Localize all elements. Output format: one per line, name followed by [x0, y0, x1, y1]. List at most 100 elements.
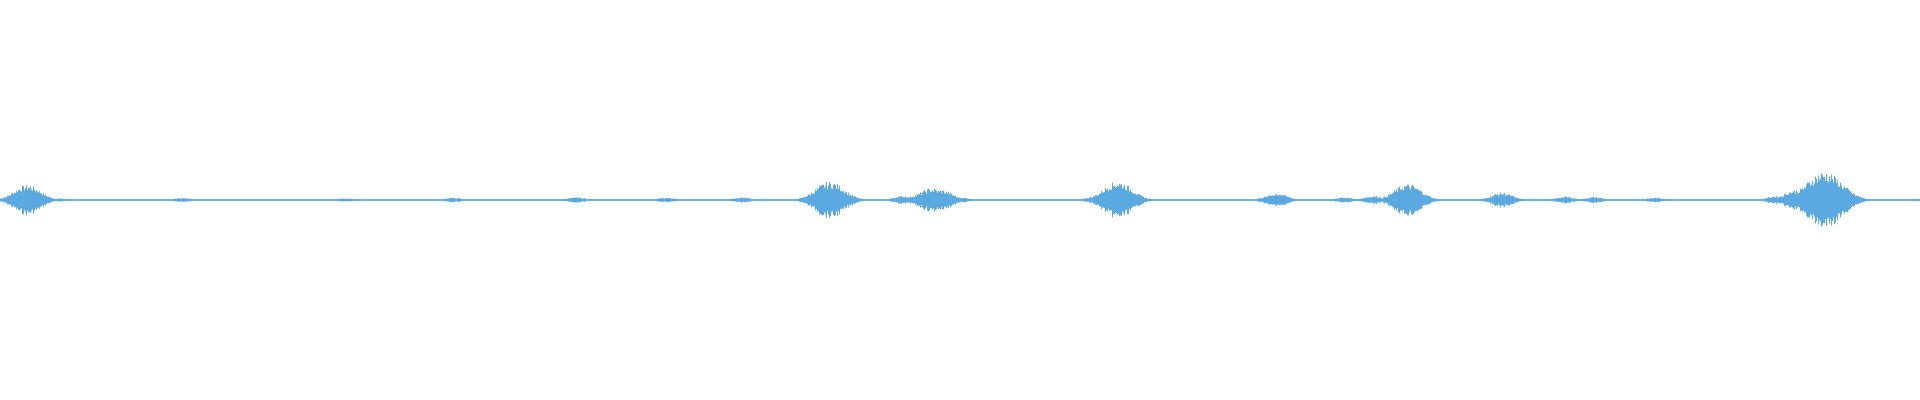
waveform-sample: [1170, 199, 1171, 201]
waveform-sample: [941, 193, 942, 207]
waveform-sample: [1892, 199, 1893, 201]
waveform-sample: [1724, 199, 1725, 201]
waveform-sample: [772, 199, 773, 201]
waveform-sample: [978, 199, 979, 201]
waveform-sample: [46, 196, 47, 204]
waveform-sample: [1418, 189, 1419, 211]
waveform-sample: [408, 199, 409, 201]
waveform-sample: [161, 199, 162, 201]
waveform-sample: [614, 199, 615, 201]
waveform-sample: [1240, 199, 1241, 201]
waveform-sample: [82, 199, 83, 201]
waveform-sample: [1638, 199, 1639, 201]
waveform-sample: [233, 199, 234, 201]
waveform-sample: [1458, 199, 1459, 201]
waveform-sample: [11, 193, 12, 207]
waveform-sample: [585, 198, 586, 202]
waveform-sample: [1443, 199, 1444, 201]
waveform-sample: [1185, 199, 1186, 201]
waveform-sample: [1030, 199, 1031, 201]
waveform-sample: [840, 191, 841, 209]
waveform-sample: [902, 197, 903, 203]
waveform-sample: [1465, 199, 1466, 201]
waveform-sample: [1174, 199, 1175, 201]
waveform-sample: [174, 198, 175, 202]
waveform-sample: [1432, 198, 1433, 202]
waveform-sample: [846, 191, 847, 209]
waveform-sample: [534, 199, 535, 201]
waveform-sample: [1028, 199, 1029, 201]
waveform-sample: [276, 199, 277, 201]
waveform-sample: [1818, 175, 1819, 225]
waveform-sample: [1774, 196, 1775, 204]
waveform-sample: [1772, 197, 1773, 203]
waveform-sample: [1796, 190, 1797, 210]
waveform-sample: [1376, 196, 1377, 204]
waveform-sample: [664, 198, 665, 202]
waveform-sample: [648, 199, 649, 201]
waveform-sample: [807, 196, 808, 204]
waveform-sample: [468, 199, 469, 201]
waveform-sample: [1597, 198, 1598, 202]
waveform-sample: [1391, 194, 1392, 206]
waveform-sample: [475, 199, 476, 201]
waveform-sample: [694, 199, 695, 201]
waveform-sample: [962, 198, 963, 202]
waveform-sample: [282, 199, 283, 201]
waveform-sample: [515, 199, 516, 201]
waveform-sample: [1295, 199, 1296, 201]
waveform-sample: [1881, 199, 1882, 201]
waveform-sample: [125, 199, 126, 201]
waveform-sample: [653, 199, 654, 201]
waveform-sample: [631, 199, 632, 201]
waveform-sample: [351, 198, 352, 202]
waveform-sample: [393, 199, 394, 201]
waveform-sample: [1038, 199, 1039, 201]
waveform-sample: [1411, 186, 1412, 214]
waveform-sample: [1651, 198, 1652, 202]
waveform-sample: [767, 199, 768, 201]
waveform-sample: [1601, 198, 1602, 202]
waveform-sample: [918, 194, 919, 206]
waveform-sample: [26, 185, 27, 215]
waveform-sample: [1002, 199, 1003, 201]
waveform-sample: [934, 188, 935, 212]
waveform-sample: [1720, 199, 1721, 201]
waveform-sample: [1719, 199, 1720, 201]
waveform-sample: [466, 199, 467, 201]
waveform-sample: [1079, 199, 1080, 201]
waveform-sample: [481, 199, 482, 201]
waveform-sample: [166, 199, 167, 201]
waveform-sample: [1268, 195, 1269, 205]
waveform-sample: [145, 199, 146, 201]
waveform-sample: [1291, 198, 1292, 202]
waveform-sample: [1100, 193, 1101, 207]
waveform-sample: [97, 199, 98, 201]
waveform-sample: [1099, 193, 1100, 207]
waveform-sample: [1024, 199, 1025, 201]
waveform-sample: [1331, 199, 1332, 201]
waveform-sample: [1307, 199, 1308, 201]
waveform-bars: [0, 173, 1920, 227]
waveform-sample: [1459, 199, 1460, 201]
waveform-sample: [531, 199, 532, 201]
waveform-sample: [1260, 198, 1261, 202]
waveform-sample: [855, 196, 856, 204]
waveform-sample: [1542, 199, 1543, 201]
waveform-sample: [357, 199, 358, 201]
waveform-sample: [193, 199, 194, 201]
waveform-sample: [1544, 199, 1545, 201]
waveform-sample: [132, 199, 133, 201]
waveform-sample: [238, 199, 239, 201]
waveform-sample: [877, 199, 878, 201]
waveform-sample: [1415, 188, 1416, 212]
waveform-sample: [950, 192, 951, 208]
waveform-sample: [1633, 199, 1634, 201]
waveform-sample: [866, 199, 867, 201]
waveform-sample: [624, 199, 625, 201]
waveform-sample: [1861, 197, 1862, 203]
waveform-sample: [1451, 199, 1452, 201]
waveform-sample: [366, 199, 367, 201]
